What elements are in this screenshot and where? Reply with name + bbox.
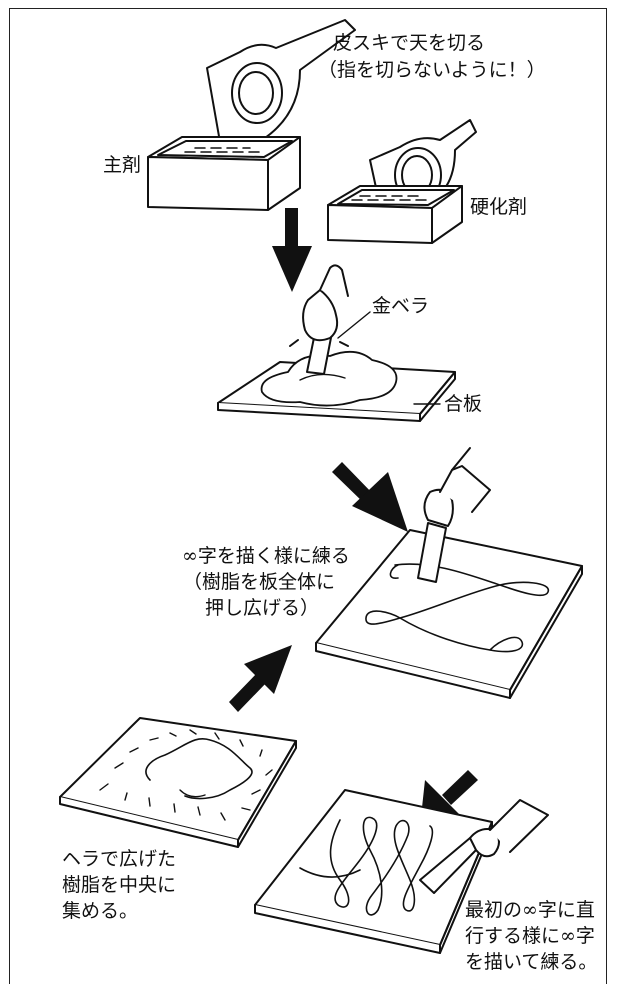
knead-figure-eight-line2: （樹脂を板全体に [183,571,336,593]
knead-figure-eight-line1: ∞字を描く様に練る [182,545,350,567]
gather-to-center-illustration [59,717,297,848]
down-arrow-icon [272,208,312,292]
main-agent-label: 主剤 [103,154,142,176]
cross-figure-eight-line3: を描いて練る。 [465,951,598,973]
diagram-frame [9,8,607,984]
spatula-mixing-illustration [217,264,456,422]
cut-lid-label: 皮スキで天を切る [333,32,486,54]
diagonal-down-right-arrow-icon [332,462,408,532]
main-agent-can-illustration [147,19,356,211]
cross-figure-eight-illustration [254,789,549,954]
plywood-label: 合板 [444,393,483,415]
figure-eight-kneading-illustration [315,447,583,699]
diagonal-up-right-arrow-icon [229,645,292,712]
cross-figure-eight-line2: 行する様に∞字 [465,925,595,947]
gather-line1: ヘラで広げた [62,848,177,870]
gather-line3: 集める。 [62,900,139,922]
metal-spatula-label: 金ベラ [372,295,430,317]
cut-lid-note-label: （指を切らないように！） [318,59,546,81]
knead-figure-eight-line3: 押し広げる） [205,597,320,619]
cross-figure-eight-line1: 最初の∞字に直 [465,899,595,921]
gather-line2: 樹脂を中央に [62,874,177,896]
hardener-label: 硬化剤 [470,196,528,218]
hardener-can-illustration [327,119,477,244]
